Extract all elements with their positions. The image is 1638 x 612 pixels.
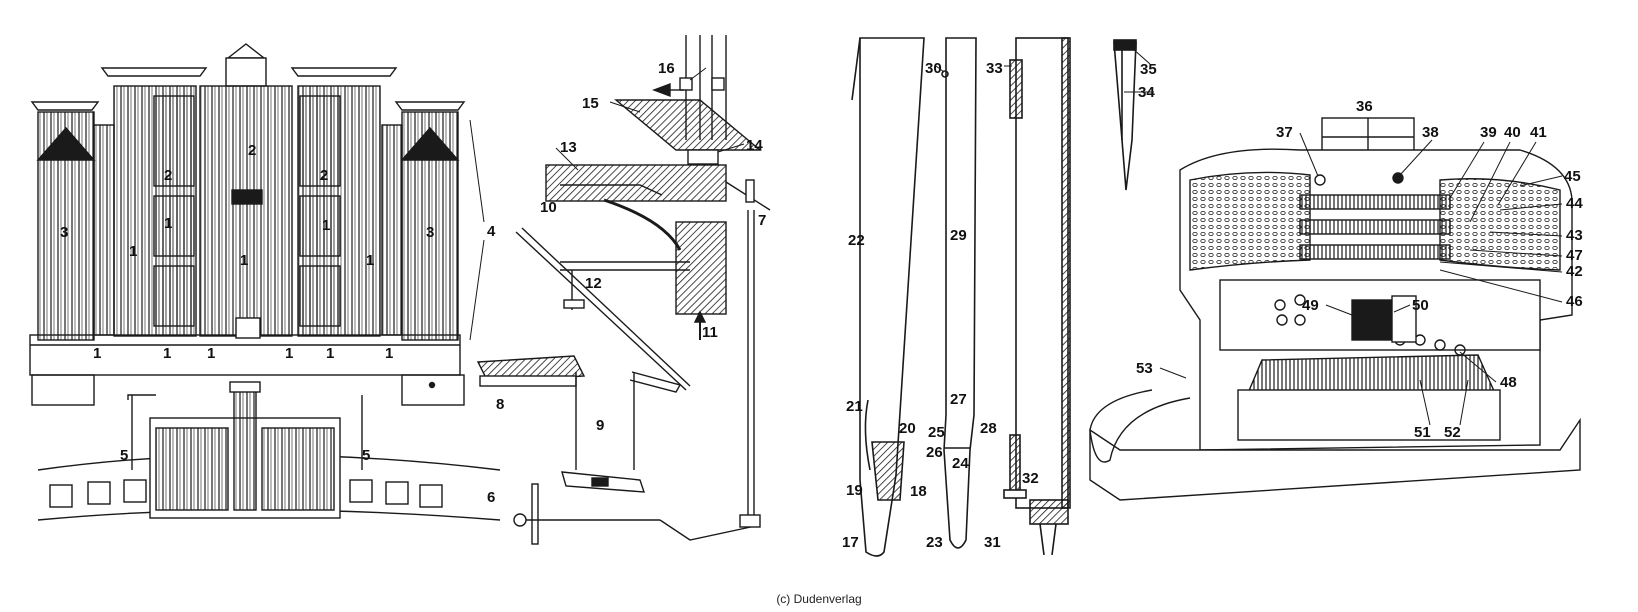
label-15: 15 bbox=[582, 95, 599, 112]
label-2: 2 bbox=[320, 167, 328, 184]
flue-pipe-stopped bbox=[941, 37, 977, 549]
label-1: 1 bbox=[164, 215, 172, 232]
label-49: 49 bbox=[1302, 297, 1319, 314]
label-25: 25 bbox=[928, 424, 945, 441]
label-1: 1 bbox=[322, 217, 330, 234]
label-33: 33 bbox=[986, 60, 1003, 77]
label-27: 27 bbox=[950, 391, 967, 408]
leader-lines bbox=[469, 47, 1563, 426]
label-24: 24 bbox=[952, 455, 969, 472]
label-1: 1 bbox=[207, 345, 215, 362]
label-16: 16 bbox=[658, 60, 675, 77]
label-46: 46 bbox=[1566, 293, 1583, 310]
label-1: 1 bbox=[366, 252, 374, 269]
label-40: 40 bbox=[1504, 124, 1521, 141]
label-5: 5 bbox=[120, 447, 128, 464]
label-2: 2 bbox=[248, 142, 256, 159]
label-42: 42 bbox=[1566, 263, 1583, 280]
label-7: 7 bbox=[758, 212, 766, 229]
label-50: 50 bbox=[1412, 297, 1429, 314]
label-17: 17 bbox=[842, 534, 859, 551]
organ-console bbox=[1089, 117, 1581, 501]
label-31: 31 bbox=[984, 534, 1001, 551]
label-3: 3 bbox=[60, 224, 68, 241]
reed-pipe bbox=[1003, 37, 1071, 556]
label-1: 1 bbox=[285, 345, 293, 362]
tracker-action-diagram bbox=[476, 35, 771, 545]
label-43: 43 bbox=[1566, 227, 1583, 244]
label-20: 20 bbox=[899, 420, 916, 437]
label-36: 36 bbox=[1356, 98, 1373, 115]
label-5: 5 bbox=[362, 447, 370, 464]
label-38: 38 bbox=[1422, 124, 1439, 141]
label-13: 13 bbox=[560, 139, 577, 156]
flue-pipe-open bbox=[851, 37, 925, 557]
label-10: 10 bbox=[540, 199, 557, 216]
label-32: 32 bbox=[1022, 470, 1039, 487]
label-23: 23 bbox=[926, 534, 943, 551]
label-53: 53 bbox=[1136, 360, 1153, 377]
label-1: 1 bbox=[385, 345, 393, 362]
label-8: 8 bbox=[496, 396, 504, 413]
label-18: 18 bbox=[910, 483, 927, 500]
label-29: 29 bbox=[950, 227, 967, 244]
label-45: 45 bbox=[1564, 168, 1581, 185]
label-1: 1 bbox=[326, 345, 334, 362]
label-41: 41 bbox=[1530, 124, 1547, 141]
organ-positive-case bbox=[37, 381, 501, 521]
label-37: 37 bbox=[1276, 124, 1293, 141]
label-39: 39 bbox=[1480, 124, 1497, 141]
label-51: 51 bbox=[1414, 424, 1431, 441]
label-11: 11 bbox=[702, 324, 718, 341]
label-52: 52 bbox=[1444, 424, 1461, 441]
label-44: 44 bbox=[1566, 195, 1583, 212]
label-14: 14 bbox=[746, 137, 763, 154]
label-35: 35 bbox=[1140, 61, 1157, 78]
label-1: 1 bbox=[129, 243, 137, 260]
label-48: 48 bbox=[1500, 374, 1517, 391]
label-12: 12 bbox=[585, 275, 602, 292]
label-26: 26 bbox=[926, 444, 943, 461]
label-19: 19 bbox=[846, 482, 863, 499]
callout-labels: 1 1 1 1 1 1 1 1 1 1 1 2 2 2 3 3 4 5 5 6 … bbox=[60, 60, 1583, 551]
label-28: 28 bbox=[980, 420, 997, 437]
label-30: 30 bbox=[925, 60, 942, 77]
label-47: 47 bbox=[1566, 247, 1583, 264]
organ-case-front bbox=[29, 43, 466, 406]
label-2: 2 bbox=[164, 167, 172, 184]
label-9: 9 bbox=[596, 417, 604, 434]
label-1: 1 bbox=[163, 345, 171, 362]
label-3: 3 bbox=[426, 224, 434, 241]
reed-tongue bbox=[1113, 39, 1137, 191]
label-6: 6 bbox=[487, 489, 495, 506]
copyright-credit: (c) Dudenverlag bbox=[776, 592, 862, 606]
label-22: 22 bbox=[848, 232, 865, 249]
label-21: 21 bbox=[846, 398, 863, 415]
label-1: 1 bbox=[240, 252, 248, 269]
label-4: 4 bbox=[487, 223, 496, 240]
label-1: 1 bbox=[93, 345, 101, 362]
